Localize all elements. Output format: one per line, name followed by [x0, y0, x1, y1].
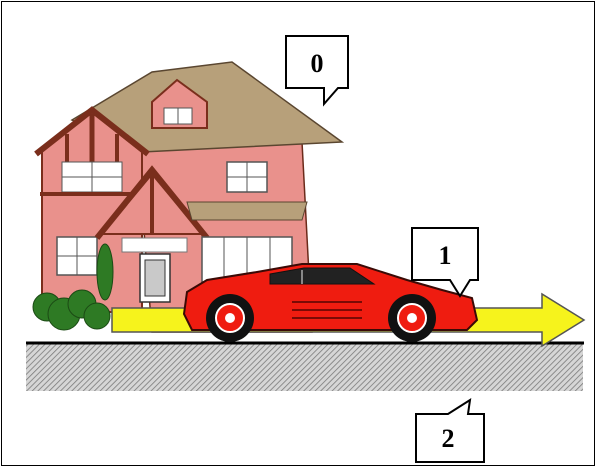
callout-ground-label: 2: [442, 424, 455, 453]
ground-hatch: [26, 343, 583, 391]
house-porch-roof: [186, 201, 308, 221]
callout-ground: 2: [415, 397, 485, 463]
callout-house-label: 0: [311, 49, 324, 78]
red-sports-car: [182, 263, 479, 342]
car-front-wheel: [206, 294, 254, 342]
callout-house: 0: [285, 35, 349, 107]
car-rear-wheel: [388, 294, 436, 342]
ground: [26, 341, 584, 391]
callout-car-label: 1: [439, 241, 452, 270]
callout-car: 1: [411, 227, 479, 298]
bushes: [32, 243, 114, 331]
